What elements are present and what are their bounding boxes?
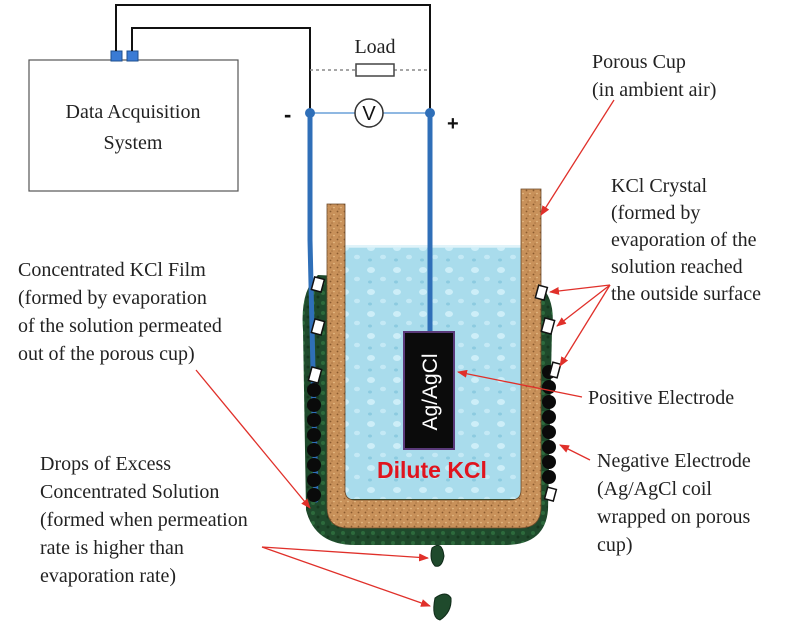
arrow-negative-electrode <box>559 444 591 461</box>
voltmeter-circle <box>354 98 384 128</box>
daq-connector-right <box>126 50 139 62</box>
load-circuit: Load V - + <box>284 36 459 135</box>
kcl-crystal <box>548 361 562 379</box>
drop <box>433 593 452 621</box>
arrow-positive-electrode <box>457 369 583 398</box>
wire-daq-to-positive <box>115 4 431 112</box>
load-resistor <box>355 63 395 77</box>
coil-turn <box>307 488 321 502</box>
kcl-crystal-label: KCl Crystal (formed by evaporation of th… <box>611 175 761 305</box>
coil-turn <box>542 410 556 424</box>
drop <box>430 544 445 567</box>
voltmeter-symbol: V <box>362 103 376 125</box>
annotation-arrows <box>195 99 615 607</box>
arrow-kcl-crystal-1 <box>549 284 611 295</box>
coil-turn <box>307 383 321 397</box>
positive-electrode: Ag/AgCl <box>403 331 455 450</box>
daq-box <box>28 59 239 192</box>
solution-drops <box>430 544 452 621</box>
arrow-drops-2 <box>261 546 431 607</box>
porous-cup-label-line2: (in ambient air) <box>592 79 716 101</box>
kcl-crystal-line: the outside surface <box>611 283 761 305</box>
coil-turn <box>307 473 321 487</box>
daq-label-line2: System <box>104 132 163 154</box>
kcl-crystal <box>543 486 558 503</box>
porous-cup-label-line1: Porous Cup <box>592 51 686 73</box>
negative-electrode-line: Negative Electrode <box>597 450 751 472</box>
kcl-crystal <box>310 275 326 293</box>
kcl-film-line: of the solution permeated <box>18 315 222 337</box>
coil-turn <box>542 455 556 469</box>
kcl-crystals <box>307 275 562 503</box>
coil-turn <box>307 443 321 457</box>
negative-electrode-line: wrapped on porous <box>597 506 751 528</box>
negative-electrode-line: (Ag/AgCl coil <box>597 478 712 500</box>
kcl-film-label: Concentrated KCl Film (formed by evapora… <box>18 259 222 365</box>
ag-agcl-electrode <box>403 331 455 450</box>
load-label: Load <box>354 36 395 58</box>
dilute-kcl-label: Dilute KCl <box>377 457 487 483</box>
drops-line: Drops of Excess <box>40 453 171 475</box>
coil-turn <box>542 395 556 409</box>
drops-line: Concentrated Solution <box>40 481 219 503</box>
arrow-kcl-crystal-3 <box>559 284 611 367</box>
drops-line: rate is higher than <box>40 537 184 559</box>
kcl-crystal-line: evaporation of the <box>611 229 757 251</box>
arrow-kcl-film <box>195 369 311 509</box>
minus-sign: - <box>284 102 291 127</box>
coil-turn <box>307 398 321 412</box>
daq-connector-left <box>110 50 123 62</box>
arrow-kcl-crystal-2 <box>556 284 611 327</box>
data-acquisition-system: Data Acquisition System <box>28 50 239 192</box>
kcl-crystal-line: KCl Crystal <box>611 175 708 197</box>
drops-label: Drops of Excess Concentrated Solution (f… <box>40 453 248 587</box>
positive-electrode-label: Positive Electrode <box>588 387 734 409</box>
coil-turn <box>307 413 321 427</box>
drops-line: (formed when permeation <box>40 509 248 531</box>
kcl-crystal <box>540 317 556 335</box>
kcl-crystal-line: (formed by <box>611 202 700 224</box>
kcl-crystal <box>534 284 549 301</box>
porous-cup-wall <box>326 188 542 529</box>
porous-cup-label: Porous Cup (in ambient air) <box>592 51 716 101</box>
kcl-film-line: out of the porous cup) <box>18 343 195 365</box>
solution-surface <box>345 245 521 248</box>
coil-turn <box>542 425 556 439</box>
negative-electrode-line: cup) <box>597 534 633 556</box>
kcl-film-line: (formed by evaporation <box>18 287 207 309</box>
coil-turn <box>307 458 321 472</box>
arrow-porous-cup <box>540 99 615 216</box>
coil-turn <box>542 470 556 484</box>
coil-turn <box>542 440 556 454</box>
ag-agcl-label: Ag/AgCl <box>419 353 442 430</box>
kcl-crystal <box>310 318 326 336</box>
kcl-crystal <box>307 366 323 384</box>
drops-line: evaporation rate) <box>40 565 176 587</box>
arrow-drops-1 <box>261 546 429 562</box>
daq-label-line1: Data Acquisition <box>66 101 201 123</box>
plus-sign: + <box>447 113 459 135</box>
negative-electrode-coil-left <box>307 383 321 502</box>
kcl-film-line: Concentrated KCl Film <box>18 259 206 281</box>
negative-electrode-label: Negative Electrode (Ag/AgCl coil wrapped… <box>597 450 751 556</box>
kcl-crystal-line: solution reached <box>611 256 743 278</box>
coil-turn <box>307 428 321 442</box>
